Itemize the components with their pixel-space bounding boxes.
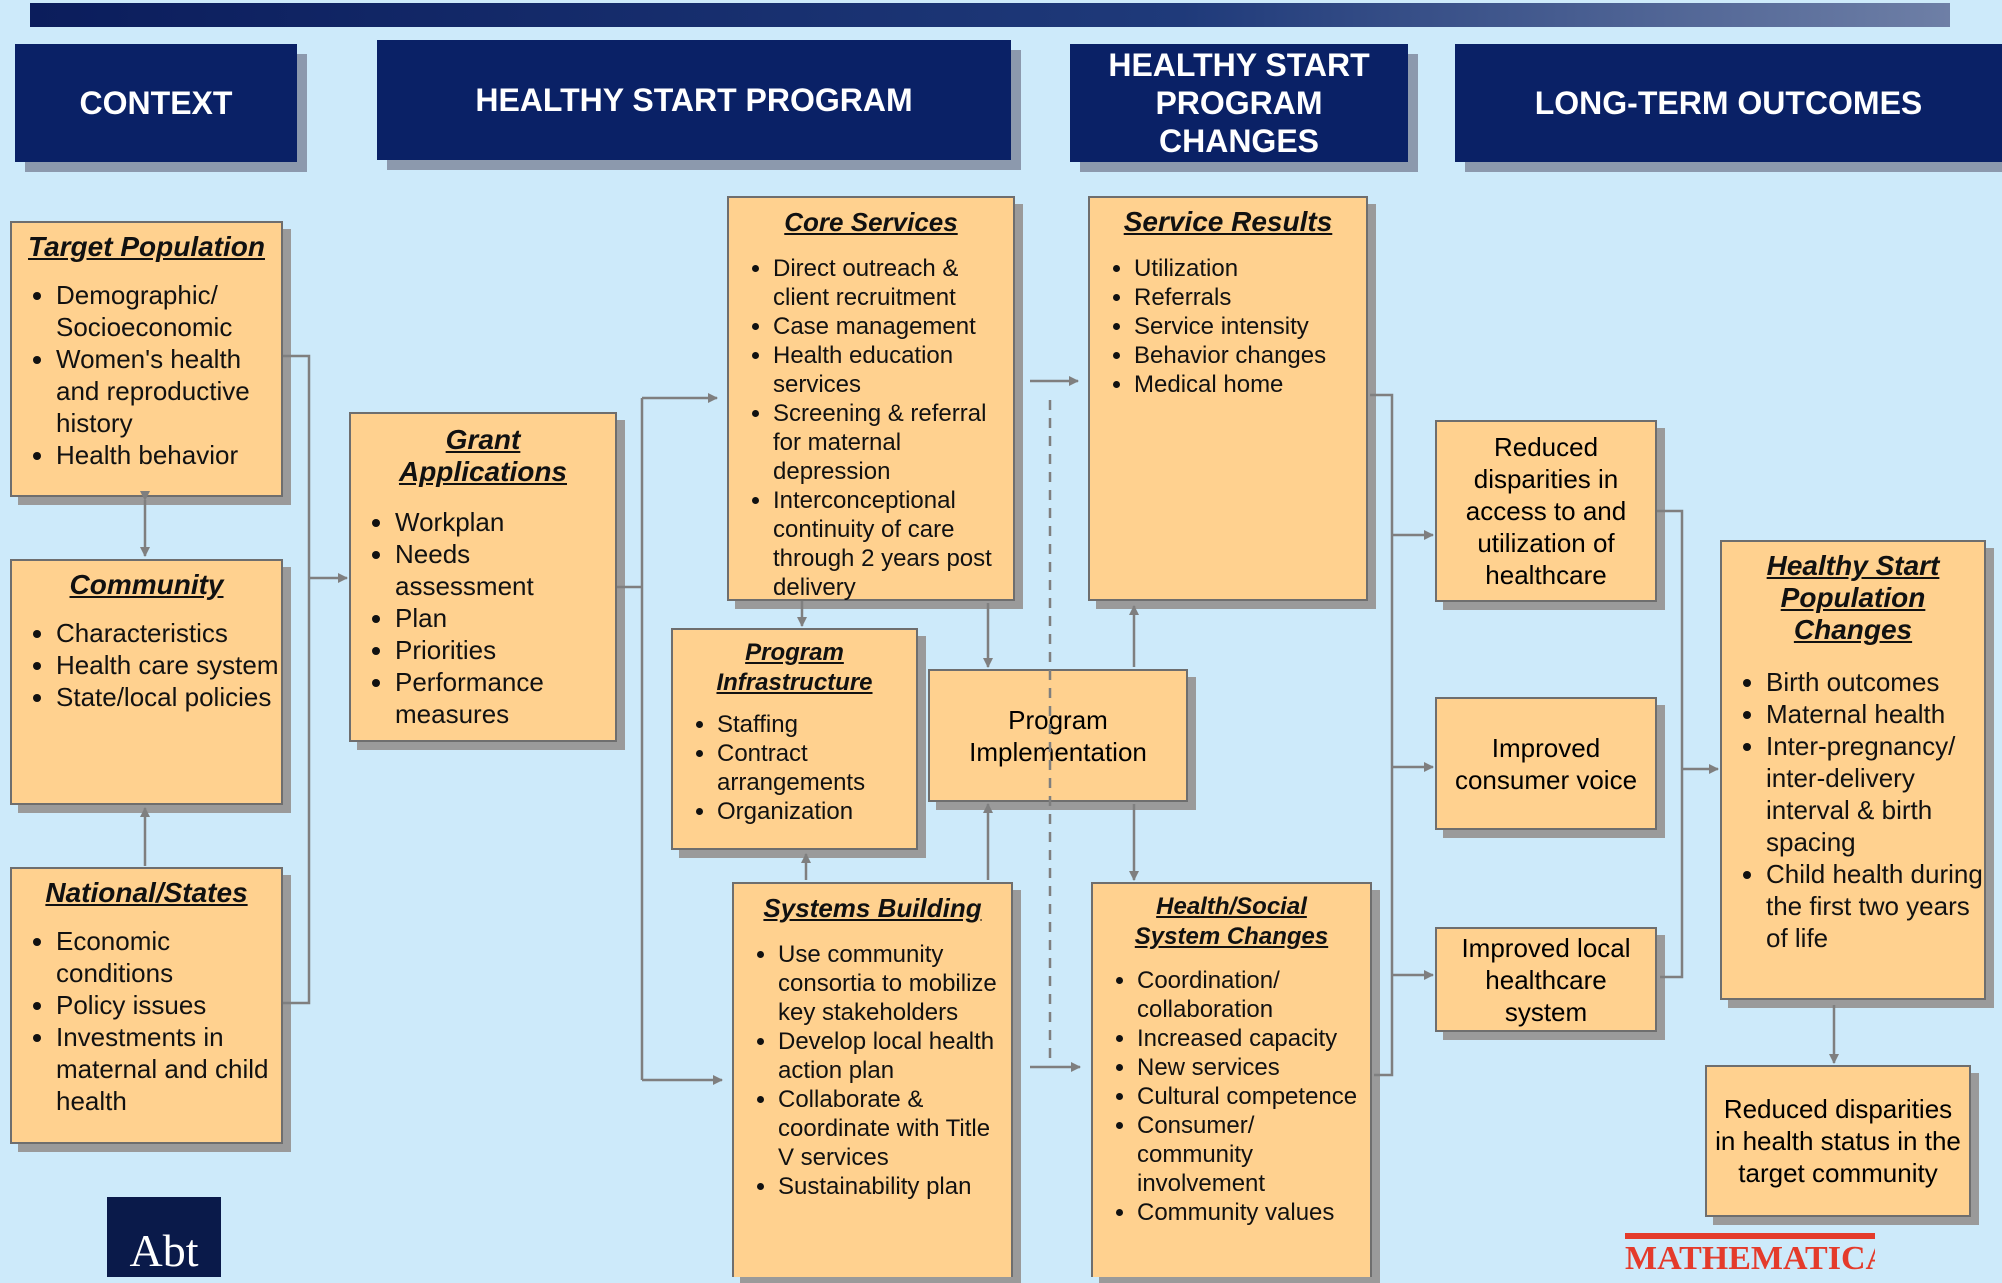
list-item: Community values (1137, 1198, 1370, 1227)
community-box: Community Characteristics Health care sy… (10, 559, 283, 805)
list-item: Medical home (1134, 370, 1366, 399)
list-item: State/local policies (56, 681, 281, 713)
grant-applications-title: Grant Applications (398, 424, 567, 487)
service-results-title: Service Results (1123, 206, 1333, 237)
population-changes-title: Healthy Start Population Changes (1766, 550, 1940, 645)
list-item: Utilization (1134, 254, 1366, 283)
list-item: Organization (717, 797, 916, 826)
grant-applications-box: Grant Applications Workplan Needs assess… (349, 412, 617, 742)
outcome-improved-consumer-voice: Improved consumer voice (1435, 697, 1657, 830)
systems-building-list: Use community consortia to mobilize key … (734, 940, 1011, 1201)
list-item: Contract arrangements (717, 739, 916, 797)
program-infrastructure-box: Program Infrastructure Staffing Contract… (671, 628, 918, 850)
national-states-box: National/States Economic conditions Poli… (10, 867, 283, 1144)
list-item: Characteristics (56, 617, 281, 649)
core-services-title: Core Services (784, 207, 958, 237)
population-changes-box: Healthy Start Population Changes Birth o… (1720, 540, 1986, 1000)
list-item: Coordination/ collaboration (1137, 966, 1370, 1024)
national-states-list: Economic conditions Policy issues Invest… (12, 925, 281, 1117)
list-item: Birth outcomes (1766, 666, 1984, 698)
header-program: HEALTHY START PROGRAM (377, 40, 1011, 160)
health-social-changes-list: Coordination/ collaboration Increased ca… (1093, 966, 1370, 1227)
population-changes-list: Birth outcomes Maternal health Inter-pre… (1722, 666, 1984, 954)
outcomes-bracket (1657, 509, 1684, 979)
national-states-title: National/States (45, 877, 248, 908)
top-gradient-bar (30, 3, 1950, 27)
header-program-changes: HEALTHY START PROGRAM CHANGES (1070, 44, 1408, 162)
list-item: Health education services (773, 341, 1013, 399)
target-population-title: Target Population (28, 231, 265, 262)
abt-logo: Abt (107, 1197, 221, 1277)
list-item: Consumer/ community involvement (1137, 1111, 1370, 1198)
list-item: Behavior changes (1134, 341, 1366, 370)
systems-building-box: Systems Building Use community consortia… (732, 882, 1013, 1277)
list-item: Cultural competence (1137, 1082, 1370, 1111)
outcome-improved-local-healthcare: Improved local healthcare system (1435, 927, 1657, 1032)
list-item: Develop local health action plan (778, 1027, 1011, 1085)
mathematica-logo-text: MATHEMATICA (1625, 1240, 1875, 1277)
list-item: Demographic/ Socioeconomic (56, 279, 281, 343)
community-list: Characteristics Health care system State… (12, 617, 281, 713)
list-item: Direct outreach & client recruitment (773, 254, 1013, 312)
header-long-term-outcomes: LONG-TERM OUTCOMES (1455, 44, 2002, 162)
list-item: Performance measures (395, 666, 615, 730)
community-title: Community (69, 569, 224, 600)
list-item: Economic conditions (56, 925, 281, 989)
core-services-box: Core Services Direct outreach & client r… (727, 196, 1015, 601)
mathematica-logo: MATHEMATICA (1625, 1233, 1875, 1283)
program-implementation-box: Program Implementation (928, 669, 1188, 802)
list-item: Increased capacity (1137, 1024, 1370, 1053)
target-population-box: Target Population Demographic/ Socioecon… (10, 221, 283, 497)
service-results-list: Utilization Referrals Service intensity … (1090, 254, 1366, 399)
list-item: Interconceptional continuity of care thr… (773, 486, 1013, 602)
list-item: Staffing (717, 710, 916, 739)
list-item: Priorities (395, 634, 615, 666)
list-item: Health behavior (56, 439, 281, 471)
program-infrastructure-list: Staffing Contract arrangements Organizat… (673, 710, 916, 826)
service-results-box: Service Results Utilization Referrals Se… (1088, 196, 1368, 601)
list-item: Policy issues (56, 989, 281, 1021)
program-infrastructure-title: Program Infrastructure (716, 639, 873, 696)
list-item: Referrals (1134, 283, 1366, 312)
changes-bracket (1370, 393, 1394, 1077)
list-item: Maternal health (1766, 698, 1984, 730)
outcome-reduced-disparities-health-status: Reduced disparities in health status in … (1705, 1065, 1971, 1217)
target-population-list: Demographic/ Socioeconomic Women's healt… (12, 279, 281, 471)
health-social-changes-title: Health/Social System Changes (1134, 893, 1329, 950)
list-item: Screening & referral for maternal depres… (773, 399, 1013, 486)
list-item: Needs assessment (395, 538, 615, 602)
list-item: Child health during the first two years … (1766, 858, 1984, 954)
list-item: Inter-pregnancy/ inter-delivery interval… (1766, 730, 1984, 858)
header-context: CONTEXT (15, 44, 297, 162)
list-item: Collaborate & coordinate with Title V se… (778, 1085, 1011, 1172)
outcome-reduced-disparities-access: Reduced disparities in access to and uti… (1435, 420, 1657, 602)
grant-applications-list: Workplan Needs assessment Plan Prioritie… (351, 506, 615, 730)
core-services-list: Direct outreach & client recruitment Cas… (729, 254, 1013, 602)
list-item: Health care system (56, 649, 281, 681)
list-item: Workplan (395, 506, 615, 538)
list-item: Sustainability plan (778, 1172, 1011, 1201)
abt-logo-text: Abt (129, 1225, 199, 1276)
list-item: Plan (395, 602, 615, 634)
list-item: Women's health and reproductive history (56, 343, 281, 439)
list-item: Investments in maternal and child health (56, 1021, 281, 1117)
list-item: Case management (773, 312, 1013, 341)
list-item: Service intensity (1134, 312, 1366, 341)
context-bracket (283, 354, 311, 1005)
health-social-changes-box: Health/Social System Changes Coordinatio… (1091, 882, 1372, 1277)
list-item: Use community consortia to mobilize key … (778, 940, 1011, 1027)
list-item: New services (1137, 1053, 1370, 1082)
systems-building-title: Systems Building (763, 893, 982, 923)
